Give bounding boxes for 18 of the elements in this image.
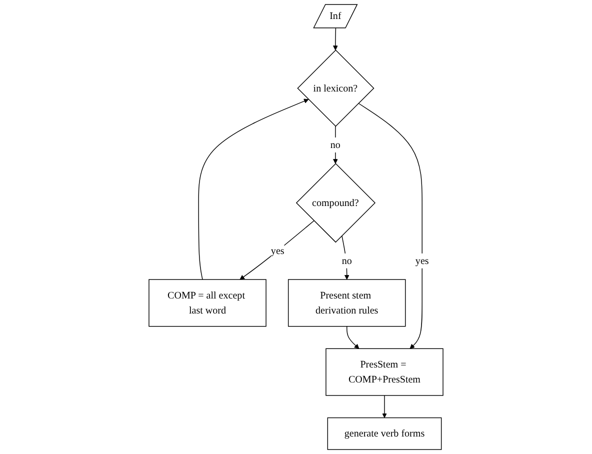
node-diamond: compound? [296,163,376,243]
node-box: PresStem = COMP+PresStem [326,348,444,396]
arrow [332,28,338,50]
node-box: Present stem derivation rules [288,279,406,327]
arrow [342,235,350,280]
arrow [358,102,422,349]
arrow [240,220,314,280]
node-box: COMP = all except last word [148,279,266,327]
arrow [198,98,309,280]
edge-label: yes [270,245,284,256]
edge-label: no [342,255,352,266]
arrow [346,326,360,349]
arrow [382,395,387,418]
node-box: generate verb forms [327,417,442,450]
arrow [332,126,338,164]
edge-label: no [330,139,340,150]
node-diamond: in lexicon? [297,50,374,127]
edge-label: yes [415,255,429,266]
